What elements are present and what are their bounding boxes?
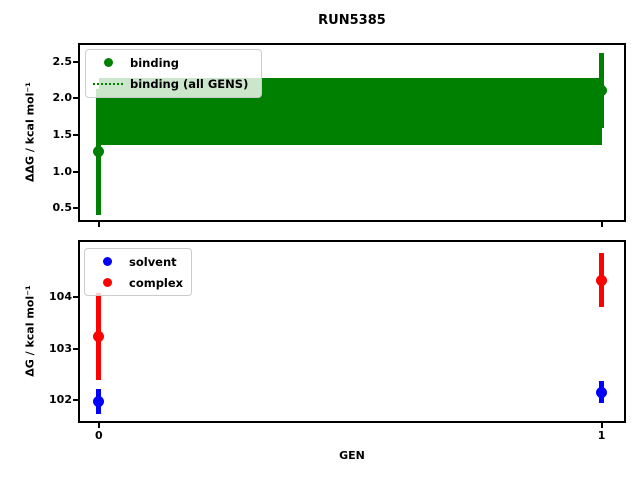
binding-marker-gen1 (596, 84, 608, 96)
legend-label-binding: binding (130, 55, 179, 70)
y-tick-label: 1.5 (52, 128, 73, 142)
y-tick-label: 2.0 (52, 91, 73, 105)
y-tick-mark (73, 170, 78, 173)
binding-marker-gen0 (93, 146, 105, 158)
legend-label-solvent: solvent (129, 254, 177, 269)
y-tick-label: 0.5 (52, 201, 73, 215)
binding-dot-icon (103, 58, 113, 68)
y-tick-label: 1.0 (52, 164, 73, 178)
legend-label-complex: complex (129, 275, 184, 290)
y-tick-label: 2.5 (52, 54, 73, 68)
complex-marker-gen0 (93, 331, 105, 343)
y-tick-mark (73, 207, 78, 210)
y-tick-mark (73, 347, 78, 350)
legend-entry-complex: complex (85, 272, 191, 293)
x-axis-label: GEN (339, 449, 365, 462)
top-legend: binding binding (all GENS) (85, 49, 262, 98)
solvent-dot-icon (102, 257, 112, 266)
legend-label-binding-all-gens: binding (all GENS) (130, 77, 249, 92)
binding-all-gens-mean-line (98, 110, 602, 113)
y-tick-mark (73, 399, 78, 402)
complex-dot-icon (102, 278, 112, 287)
top-subplot-axes (78, 43, 626, 222)
solvent-marker-gen1 (596, 386, 608, 398)
y-tick-mark (73, 134, 78, 137)
bottom-subplot-axes (78, 240, 626, 423)
solvent-marker-gen0 (93, 396, 105, 408)
x-tick-mark (97, 423, 100, 428)
legend-entry-binding-all-gens: binding (all GENS) (86, 74, 261, 96)
x-tick-label: 0 (95, 429, 103, 442)
legend-entry-binding: binding (86, 52, 261, 74)
complex-marker-gen1 (596, 274, 608, 286)
y-tick-mark (73, 97, 78, 100)
y-tick-mark (73, 295, 78, 298)
x-tick-mark (600, 222, 603, 227)
x-tick-mark (600, 423, 603, 428)
binding-all-gens-dotted-line-icon (93, 83, 123, 86)
y-tick-label: 103 (49, 341, 72, 355)
bottom-legend: solvent complex (84, 248, 192, 296)
chart-title: RUN5385 (318, 13, 386, 28)
y-tick-mark (73, 60, 78, 63)
y-tick-label: 104 (49, 289, 72, 303)
x-tick-label: 1 (597, 429, 606, 442)
legend-entry-solvent: solvent (85, 251, 191, 272)
y-tick-label: 102 (49, 393, 72, 407)
x-tick-mark (97, 222, 100, 227)
